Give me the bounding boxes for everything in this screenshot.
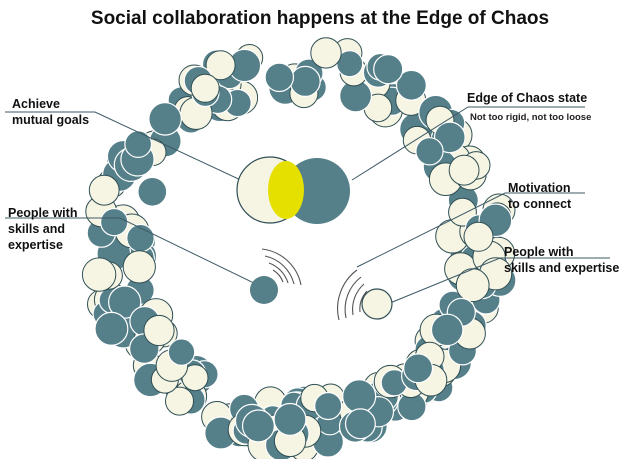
label-line: skills and expertise [504, 261, 620, 275]
person-circle [264, 62, 295, 93]
person-circle [190, 73, 220, 103]
venn-mutual-goals [236, 156, 350, 224]
leader-line-motivation [356, 192, 585, 268]
person-circle [430, 313, 464, 347]
label-line: Motivation [508, 181, 571, 195]
label-line: People with [8, 206, 78, 220]
person-circle [314, 391, 343, 421]
label-line: Achieve [12, 97, 60, 111]
person-teal [250, 276, 278, 304]
person-circle [395, 69, 427, 101]
person-circle [373, 54, 404, 85]
person-right [337, 269, 393, 321]
label-line: skills and [8, 222, 65, 236]
person-cream [361, 288, 393, 320]
leader-line-people-left [5, 217, 263, 288]
person-left [250, 248, 302, 304]
signal-waves-icon [261, 248, 302, 286]
label-line: expertise [8, 238, 63, 252]
person-circle [88, 174, 120, 206]
venn-overlap [268, 161, 304, 219]
person-circle [310, 37, 342, 69]
leader-line-people-right [389, 257, 610, 304]
person-circle [94, 311, 129, 346]
leader-line-achieve [5, 111, 278, 198]
person-circle [167, 338, 196, 366]
diagram-title: Social collaboration happens at the Edge… [90, 8, 550, 29]
label-edge-subtitle: Not too rigid, not too loose [470, 112, 592, 123]
person-circle [241, 409, 275, 443]
label-line: mutual goals [12, 113, 90, 127]
signal-waves-icon [337, 269, 368, 321]
person-circle [137, 176, 168, 207]
leader-lines [5, 106, 610, 304]
person-circle [403, 353, 434, 384]
label-motivation: Motivation to connect [508, 180, 571, 212]
person-circle [107, 285, 142, 319]
person-circle [205, 50, 236, 81]
person-circle [342, 379, 377, 414]
label-achieve-mutual-goals: Achieve mutual goals [12, 96, 89, 128]
person-circle [289, 65, 321, 98]
person-circle [273, 402, 307, 436]
people-ring [81, 37, 517, 459]
person-circle [143, 314, 175, 347]
label-people-right: People with skills and expertise [504, 244, 619, 276]
person-circle [99, 207, 129, 237]
label-line: People with [504, 245, 574, 259]
person-circle [448, 154, 480, 186]
label-edge-of-chaos: Edge of Chaos state [467, 91, 588, 105]
person-circle [122, 250, 156, 284]
leader-line-edge [351, 106, 585, 181]
person-circle [81, 257, 117, 292]
person-circle [463, 221, 494, 252]
person-circle [165, 386, 194, 416]
person-circle [415, 137, 444, 166]
label-line: to connect [508, 197, 572, 211]
label-people-left: People with skills and expertise [8, 205, 77, 253]
person-circle [148, 102, 182, 136]
person-circle [344, 408, 376, 440]
person-circle [124, 130, 153, 159]
